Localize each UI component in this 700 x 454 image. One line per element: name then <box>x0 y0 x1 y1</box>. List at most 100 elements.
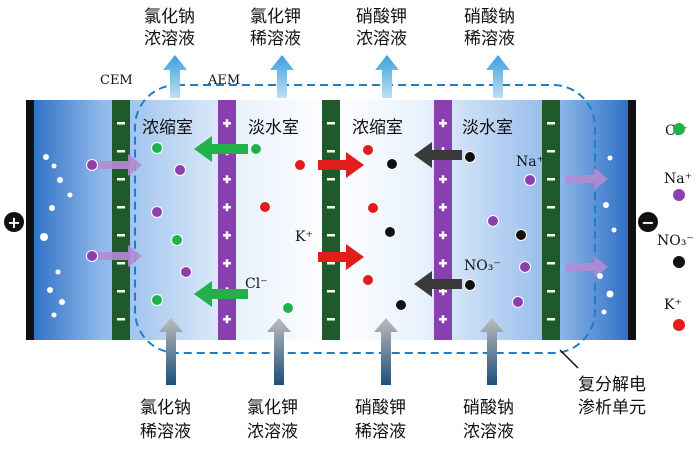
up-arrow-2 <box>270 55 294 98</box>
legend-dot-cl <box>673 123 685 135</box>
k-arrow-2 <box>318 244 364 270</box>
no3-ion <box>395 299 407 311</box>
na-ion <box>487 215 499 227</box>
aem-plus-sign <box>225 315 229 324</box>
top-label-2-line1: 氯化钾 <box>250 7 301 27</box>
bottom-label-4-line2: 浓溶液 <box>463 422 514 442</box>
ion-label-k: K⁺ <box>295 229 313 245</box>
na-ion <box>86 250 98 262</box>
cem-minus-sign <box>327 234 335 237</box>
bottom-label-1-line1: 氯化钠 <box>140 398 191 418</box>
k-arrow-1 <box>318 152 364 178</box>
bottom-arrows <box>159 318 504 385</box>
na-ion <box>180 266 192 278</box>
cl-ion <box>250 143 262 155</box>
cem-minus-sign <box>547 234 555 237</box>
chamber-label-4: 淡水室 <box>462 118 513 138</box>
no3-arrow-2 <box>414 271 462 297</box>
cem-minus-sign <box>327 206 335 209</box>
cathode-plate <box>628 100 636 340</box>
cl-arrow-1 <box>194 136 248 162</box>
cem-minus-sign <box>327 122 335 125</box>
bottom-label-3-line2: 稀溶液 <box>355 422 406 442</box>
cem-minus-sign <box>117 122 125 125</box>
top-label-1-line2: 浓溶液 <box>144 29 195 49</box>
no3-ion <box>464 279 476 291</box>
anode-terminal <box>4 212 24 232</box>
cem-minus-sign <box>117 178 125 181</box>
cem-minus-sign <box>117 290 125 293</box>
cem-minus-sign <box>117 150 125 153</box>
ion-arrows <box>98 136 608 307</box>
legend: Cl⁻ Na⁺ NO₃⁻ K⁺ <box>657 123 694 331</box>
cem-minus-sign <box>547 122 555 125</box>
down-arrow-3 <box>374 318 398 385</box>
cathode-terminal <box>638 212 658 232</box>
up-arrow-4 <box>486 55 510 98</box>
no3-arrow-1 <box>414 142 462 168</box>
ion-dots <box>86 142 536 314</box>
na-ion <box>86 159 98 171</box>
gas-bubbles <box>40 154 617 318</box>
anode-plate <box>26 100 34 340</box>
legend-dot-na <box>673 189 685 201</box>
cem-minus-sign <box>117 318 125 321</box>
cem-minus-sign <box>327 150 335 153</box>
bottom-label-4-line1: 硝酸钠 <box>463 398 514 418</box>
cem-minus-sign <box>327 178 335 181</box>
cem-minus-sign <box>117 234 125 237</box>
ion-label-cl: Cl⁻ <box>245 276 268 292</box>
legend-label-na: Na⁺ <box>664 171 692 187</box>
aem-membrane-2 <box>434 100 452 340</box>
cl-ion <box>151 294 163 306</box>
cem-minus-sign <box>547 206 555 209</box>
bottom-label-2-line2: 浓溶液 <box>247 422 298 442</box>
top-arrows <box>163 55 510 98</box>
na-arrow-2 <box>98 245 142 267</box>
top-label-4-line2: 稀溶液 <box>464 29 515 49</box>
chamber-label-2: 淡水室 <box>248 118 299 138</box>
bottom-label-1-line2: 稀溶液 <box>140 422 191 442</box>
down-arrow-1 <box>159 318 183 385</box>
ion-label-na: Na⁺ <box>516 154 544 170</box>
k-ion <box>294 159 306 171</box>
cem-minus-sign <box>547 262 555 265</box>
chamber-label-1: 浓缩室 <box>142 118 193 138</box>
no3-ion <box>384 226 396 238</box>
no3-ion <box>515 229 527 241</box>
cem-membrane-1 <box>112 100 130 340</box>
aem-membrane-1 <box>218 100 236 340</box>
na-arrow-4 <box>566 256 608 278</box>
k-ion <box>259 201 271 213</box>
unit-leader-line <box>559 349 579 369</box>
k-ion <box>362 144 374 156</box>
cem-minus-sign <box>327 318 335 321</box>
top-label-3-line1: 硝酸钾 <box>356 7 407 27</box>
cl-ion <box>282 302 294 314</box>
na-ion <box>174 164 186 176</box>
cem-minus-sign <box>117 206 125 209</box>
aem-plus-sign <box>441 175 445 184</box>
top-label-4-line1: 硝酸钠 <box>464 7 515 27</box>
anode-sign: + <box>7 213 20 232</box>
down-arrow-4 <box>480 318 504 385</box>
aem-plus-sign <box>225 231 229 240</box>
bottom-label-3-line1: 硝酸钾 <box>355 398 406 418</box>
cem-membrane-3 <box>542 100 560 340</box>
up-arrow-1 <box>163 55 187 98</box>
aem-plus-sign <box>441 119 445 128</box>
na-arrow-3 <box>566 168 608 190</box>
cathode-sign: − <box>641 213 654 232</box>
k-ion <box>362 274 374 286</box>
aem-label: AEM <box>207 73 240 88</box>
cl-ion <box>151 142 163 154</box>
na-arrow-1 <box>98 154 142 176</box>
cl-ion <box>171 234 183 246</box>
ion-label-no3: NO₃⁻ <box>464 258 501 274</box>
cem-minus-sign <box>547 178 555 181</box>
no3-ion <box>464 151 476 163</box>
no3-ion <box>386 158 398 170</box>
unit-label-line2: 渗析单元 <box>578 398 646 418</box>
aem-plus-sign <box>441 203 445 212</box>
top-label-3-line2: 浓溶液 <box>356 29 407 49</box>
